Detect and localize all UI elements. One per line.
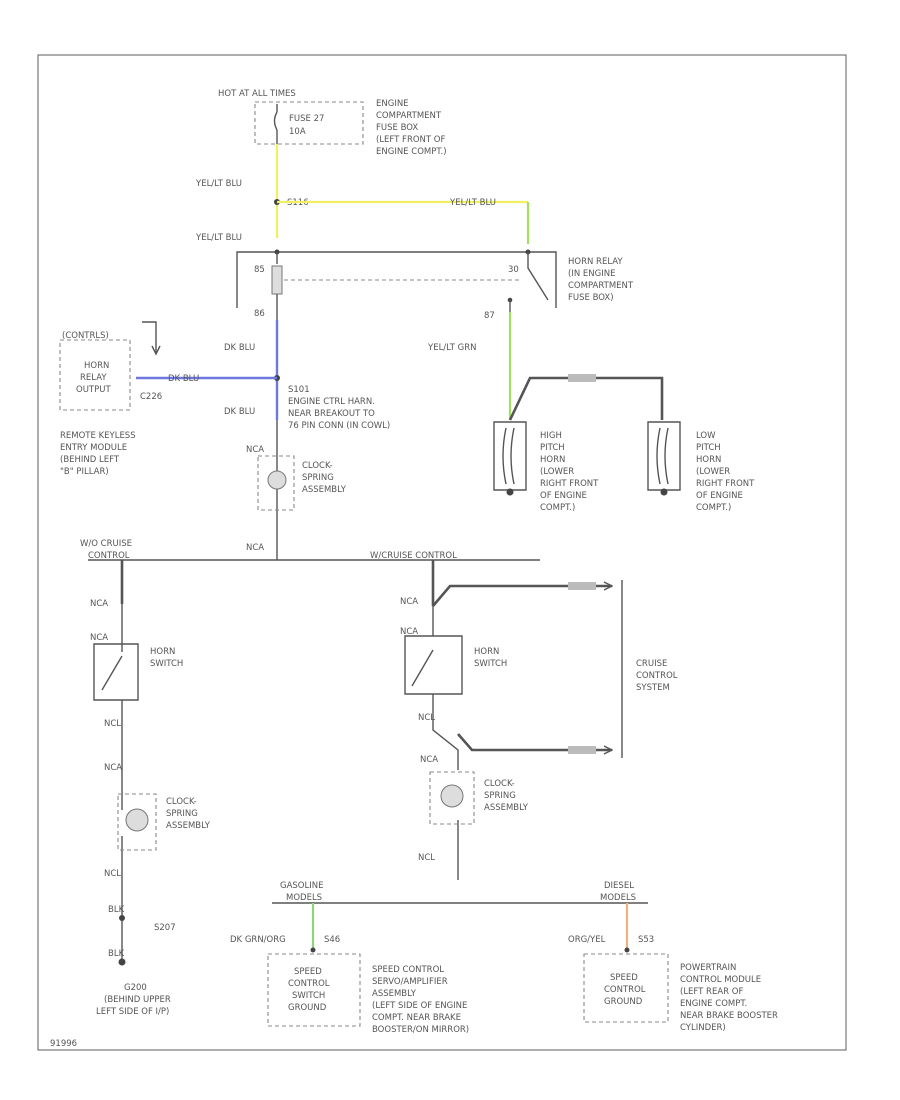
high-horn-description: HIGH PITCH HORN (LOWER RIGHT FRONT OF EN… [540, 431, 601, 513]
wire-horn-jumper [508, 376, 664, 421]
relay-pin-86: 86 [254, 309, 265, 319]
diesel-label: DIESEL MODELS [600, 881, 637, 903]
nca-right-1: NCA [400, 597, 418, 607]
speed-ctrl-switch-gnd-text: SPEED CONTROL SWITCH GROUND [288, 967, 332, 1013]
relay-pin-30: 30 [508, 265, 519, 275]
horn-switch-right-description: HORN SWITCH [474, 647, 507, 669]
clockspring-right-description: CLOCK- SPRING ASSEMBLY [484, 779, 529, 813]
fuse-box: FUSE 27 10A [254, 101, 364, 145]
g200-description: G200 (BEHIND UPPER LEFT SIDE OF I/P) [96, 983, 173, 1017]
horn-relay-description: HORN RELAY (IN ENGINE COMPARTMENT FUSE B… [568, 257, 636, 303]
pin-c226-label: C226 [140, 392, 162, 402]
wo-cruise-label: W/O CRUISE CONTROL [80, 539, 135, 561]
remote-keyless-module: (CONTRLS) HORN RELAY OUTPUT [59, 321, 161, 411]
wire-right-branch [432, 606, 459, 880]
clockspring-left-description: CLOCK- SPRING ASSEMBLY [166, 797, 211, 831]
wire-dk-blu-label-1: DK BLU [224, 343, 255, 353]
nca-left-1: NCA [90, 599, 108, 609]
pin-s53-label: S53 [638, 935, 654, 945]
right-horn-switch [404, 635, 463, 695]
ncl-right-2: NCL [418, 853, 435, 863]
wire-cruise-lower [457, 733, 612, 752]
diesel-speed-ctrl-pin [624, 947, 630, 953]
nca-right-2: NCA [400, 627, 418, 637]
powertrain-module-description: POWERTRAIN CONTROL MODULE (LEFT REAR OF … [680, 963, 781, 1033]
left-clockspring [117, 793, 157, 851]
ncl-left-1: NCL [104, 719, 121, 729]
horn-relay: 85 86 30 87 [236, 249, 557, 321]
wire-yel-grn-label: YEL/LT GRN [427, 343, 476, 353]
relay-pin-87: 87 [484, 311, 495, 321]
keyless-box-text: HORN RELAY OUTPUT [76, 361, 112, 395]
low-pitch-horn [647, 421, 681, 496]
hot-at-all-times-label: HOT AT ALL TIMES [218, 89, 296, 99]
s101-description: S101 ENGINE CTRL HARN. NEAR BREAKOUT TO … [288, 385, 390, 431]
wire-dk-blu-label-2: DK BLU [168, 374, 199, 384]
wire-yel-blu-label-3: YEL/LT BLU [195, 233, 242, 243]
footnote-code: 91996 [50, 1039, 77, 1049]
wire-cruise-upper [432, 584, 612, 607]
wire-horn-jumper-marker [568, 374, 596, 382]
wire-org-yel-label: ORG/YEL [568, 935, 606, 945]
pin-s46-label: S46 [324, 935, 340, 945]
diagram-frame [37, 54, 847, 1051]
ground-g200-dot [118, 958, 126, 966]
speed-control-switch-ground-box: SPEED CONTROL SWITCH GROUND [267, 953, 361, 1027]
speed-ctrl-ground-text: SPEED CONTROL GROUND [604, 973, 648, 1007]
horn-switch-left-description: HORN SWITCH [150, 647, 183, 669]
w-cruise-label: W/CRUISE CONTROL [370, 551, 457, 561]
relay-pin-85: 85 [254, 265, 265, 275]
fuse-27-amps: 10A [289, 127, 306, 137]
nca-left-3: NCA [104, 763, 122, 773]
top-clockspring [257, 455, 295, 511]
low-horn-description: LOW PITCH HORN (LOWER RIGHT FRONT OF ENG… [696, 431, 757, 513]
cruise-upper-marker [568, 582, 596, 590]
high-pitch-horn [493, 421, 527, 496]
cruise-arrow-upper [603, 581, 614, 591]
gasoline-label: GASOLINE MODELS [280, 881, 326, 903]
fuse-27-label: FUSE 27 [289, 114, 324, 124]
nca-left-2: NCA [90, 633, 108, 643]
wire-yel-blu-label-1: YEL/LT BLU [195, 179, 242, 189]
cruise-arrow-lower [603, 745, 614, 755]
cruise-lower-marker [568, 746, 596, 754]
nca-right-3: NCA [420, 755, 438, 765]
cruise-system-description: CRUISE CONTROL SYSTEM [636, 659, 680, 693]
right-clockspring [429, 771, 475, 825]
ncl-left-2: NCL [104, 869, 121, 879]
keyless-header: (CONTRLS) [62, 331, 109, 341]
splice-s207-label: S207 [154, 923, 176, 933]
wire-dk-blu-label-3: DK BLU [224, 407, 255, 417]
blk-left-2: BLK [108, 949, 125, 959]
wire-yel-blu-label-2: YEL/LT BLU [449, 198, 496, 208]
ncl-right-1: NCL [418, 713, 435, 723]
blk-left-1: BLK [108, 905, 125, 915]
speed-control-ground-box: SPEED CONTROL GROUND [583, 953, 669, 1023]
left-horn-switch [93, 643, 139, 701]
splice-s207-dot [119, 915, 125, 921]
wire-dk-grn-org-label: DK GRN/ORG [230, 935, 286, 945]
nca-label-2: NCA [246, 543, 264, 553]
clockspring-top-description: CLOCK- SPRING ASSEMBLY [302, 461, 347, 495]
speed-ctrl-servo-description: SPEED CONTROL SERVO/AMPLIFIER ASSEMBLY (… [372, 965, 470, 1035]
keyless-description: REMOTE KEYLESS ENTRY MODULE (BEHIND LEFT… [60, 431, 138, 477]
gas-speed-ctrl-pin [310, 947, 316, 953]
fuse-box-description: ENGINE COMPARTMENT FUSE BOX (LEFT FRONT … [376, 99, 448, 157]
nca-label-1: NCA [246, 445, 264, 455]
